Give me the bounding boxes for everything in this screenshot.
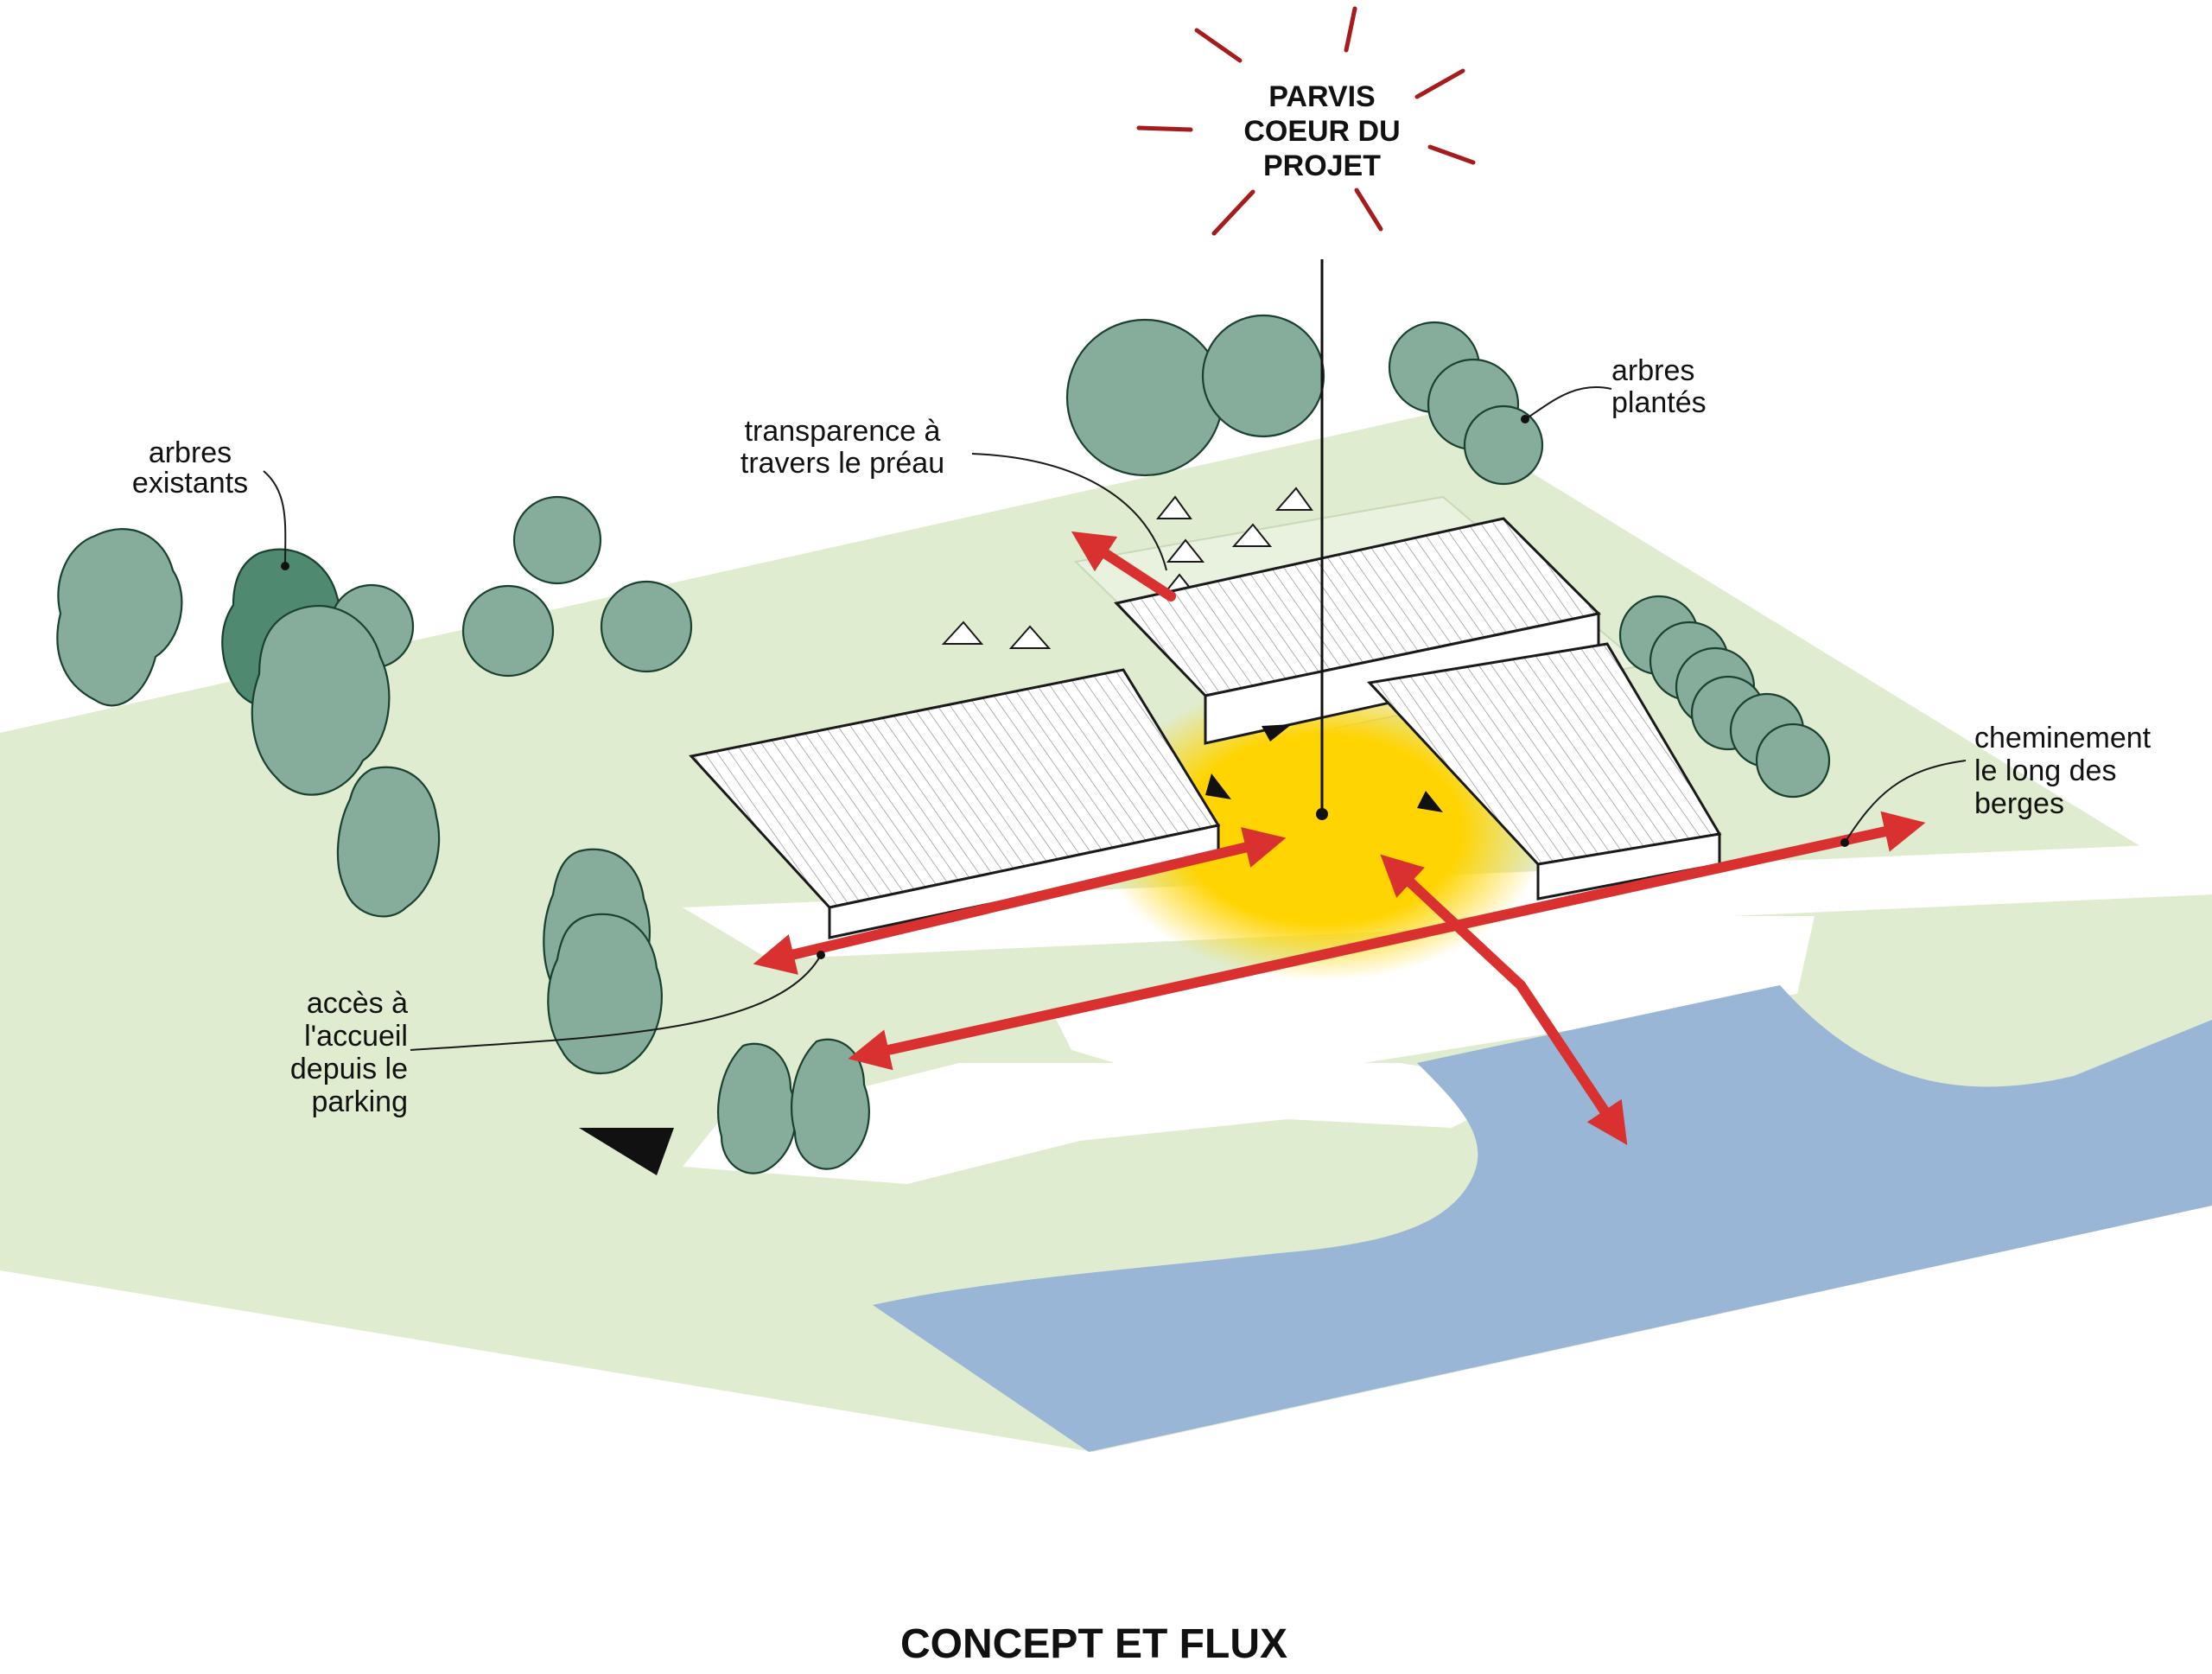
planted-trees-line-2: plantés: [1611, 386, 1707, 419]
highlight-line-2: COEUR DU: [1243, 115, 1400, 148]
flow-arrow: [1071, 531, 1176, 601]
label-highlight: PARVIS COEUR DU PROJET: [1243, 80, 1400, 182]
flow-arrows: [753, 531, 1926, 1145]
tree-icon: [1201, 314, 1325, 438]
leader-dots: [281, 415, 1849, 959]
transparency-line-2: travers le préau: [741, 447, 944, 480]
flow-arrow: [1380, 854, 1628, 1145]
entrance-arrow-icon: [1262, 724, 1292, 742]
tree-icon: [1755, 722, 1831, 799]
tree-icon: [717, 1042, 797, 1174]
tree-icon: [791, 1038, 870, 1170]
reception-access-line-3: depuis le: [290, 1053, 408, 1085]
entrance-markers: [579, 724, 1443, 1175]
label-existing-trees: arbres existants: [132, 436, 248, 500]
entrance-arrow-icon: [1417, 791, 1443, 812]
tent-icon: [1155, 495, 1192, 519]
entrance-arrow-icon: [1205, 773, 1231, 799]
tree-icon: [336, 766, 441, 918]
highlight-line-3: PROJET: [1263, 150, 1381, 182]
riverside-path-line-2: le long des: [1974, 754, 2116, 787]
label-reception-access: accès à l'accueil depuis le parking: [290, 987, 408, 1118]
riverside-path-line-1: cheminement: [1974, 722, 2152, 754]
tent-icon: [1008, 625, 1052, 649]
viewpoint-icon: [579, 1128, 674, 1175]
tree-icon: [1463, 404, 1544, 486]
figure-title: CONCEPT ET FLUX: [900, 1621, 1287, 1667]
tree-icon: [461, 584, 555, 678]
trees: [56, 314, 1831, 1174]
label-riverside-path: cheminement le long des berges: [1974, 722, 2152, 820]
reception-access-line-2: l'accueil: [304, 1020, 408, 1053]
tents: [941, 487, 1313, 649]
planted-trees-line-1: arbres: [1611, 354, 1694, 387]
reception-access-line-4: parking: [311, 1085, 408, 1118]
tree-icon: [600, 580, 693, 673]
reception-access-line-1: accès à: [307, 987, 408, 1020]
tent-icon: [1231, 523, 1273, 547]
transparency-line-1: transparence à: [745, 415, 941, 448]
existing-trees-line-1: arbres: [149, 436, 232, 469]
tree-icon: [56, 528, 183, 707]
river-water: [873, 985, 2212, 1452]
tree-icon: [251, 604, 391, 796]
tent-icon: [1274, 487, 1313, 511]
leader-lines: [263, 386, 1967, 1051]
sun-rays-icon: [1136, 6, 1476, 236]
existing-trees-line-2: existants: [132, 467, 248, 500]
tree-icon: [512, 495, 602, 585]
tent-icon: [1166, 538, 1205, 563]
label-transparency: transparence à travers le préau: [741, 415, 944, 480]
highlight-line-1: PARVIS: [1268, 80, 1375, 113]
tree-icon: [1065, 318, 1224, 477]
plaza-pin: [1316, 259, 1328, 820]
label-planted-trees: arbres plantés: [1611, 354, 1707, 419]
tree-icon: [547, 913, 663, 1075]
tent-icon: [941, 621, 984, 645]
riverside-path-line-3: berges: [1974, 787, 2064, 820]
